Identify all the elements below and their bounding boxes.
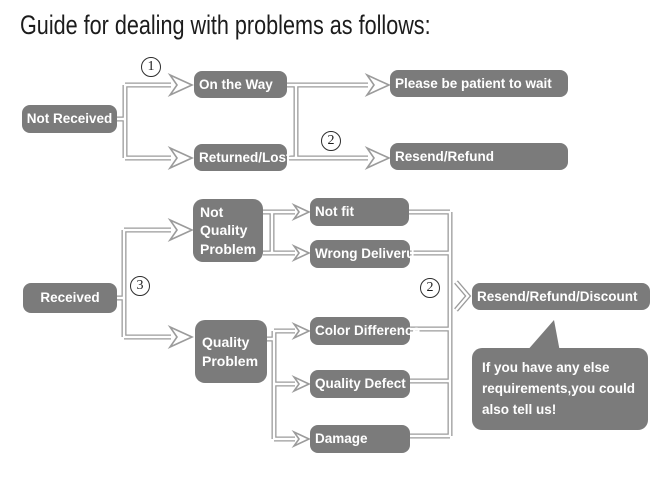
node-on-the-way: On the Way (194, 71, 287, 98)
node-resend-refund-discount: Resend/Refund/Discount (472, 283, 650, 310)
node-not-fit: Not fit (310, 198, 409, 226)
page-title: Guide for dealing with problems as follo… (20, 10, 431, 40)
node-wrong-deliveru: Wrong Deliveru (310, 240, 415, 268)
node-color-difference: Color Difference (310, 317, 420, 345)
node-received: Received (23, 283, 117, 313)
speech-bubble-tail (526, 320, 560, 352)
step-badge-2-bottom: 2 (420, 278, 440, 298)
arrow-head (291, 321, 311, 341)
arrow-head (291, 374, 311, 394)
node-returned-lost: Returned/Lost (194, 144, 291, 171)
arrow-head (364, 73, 391, 97)
arrow-head (291, 243, 311, 263)
step-badge-2-top: 2 (321, 131, 341, 151)
node-not-quality-problem: Not Quality Problem (193, 199, 263, 262)
arrow-head (167, 218, 194, 242)
arrow-head (167, 146, 194, 170)
speech-bubble: If you have any else requirements,you co… (472, 348, 648, 430)
step-badge-1: 1 (141, 57, 161, 77)
node-please-be-patient: Please be patient to wait (390, 70, 568, 97)
node-quality-defect: Quality Defect (310, 370, 410, 398)
arrow-head (167, 325, 194, 349)
arrow-head (291, 429, 311, 449)
arrow-head (364, 146, 391, 170)
chevron-icon (454, 280, 472, 312)
arrow-heads (167, 73, 391, 449)
node-resend-refund: Resend/Refund (390, 143, 568, 170)
node-not-received: Not Received (22, 105, 117, 133)
node-damage: Damage (310, 425, 410, 453)
step-badge-3: 3 (130, 276, 150, 296)
arrow-head (167, 73, 194, 97)
node-quality-problem: Quality Problem (195, 320, 267, 383)
arrow-head (291, 202, 311, 222)
pipe-inner-fill (117, 83, 452, 441)
